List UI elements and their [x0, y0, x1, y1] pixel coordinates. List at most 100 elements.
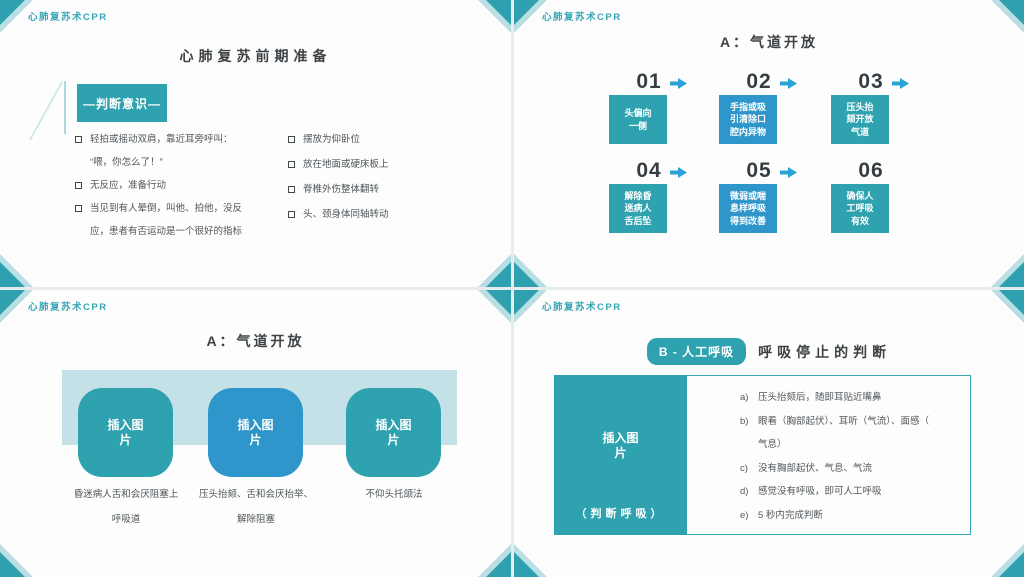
step-box: 解除昏 迷病人 舌后坠 [609, 184, 667, 233]
section-label: —判断意识— [77, 84, 167, 122]
bullet-item: 轻拍或摇动双肩，靠近耳旁呼叫： “喂，你怎么了！” [75, 128, 280, 174]
arrow-right-icon [780, 78, 797, 89]
image-placeholder[interactable]: 插入图 片 [346, 388, 441, 477]
step-number: 06 [858, 159, 884, 182]
step-06: 06 确保人 工呼吸 有效 [831, 160, 889, 233]
arrow-right-icon [670, 78, 687, 89]
page-title: 呼吸停止的判断 [758, 343, 892, 360]
angle-line-decoration [29, 81, 66, 141]
bullet-text: 无反应，准备行动 [90, 180, 167, 191]
placeholder-caption: 压头抬颏、舌和会厌抬举、 解除阻塞 [198, 489, 313, 525]
step-number: 02 [746, 70, 772, 93]
step-box: 压头抬 颏开放 气道 [831, 95, 889, 144]
image-placeholder[interactable]: 插入图 片 [208, 388, 303, 477]
corner-triangle-icon [0, 290, 33, 323]
bullet-item: 放在地面或硬床板上 [288, 153, 458, 176]
bullet-item: 当见到有人晕倒，叫他、拍他，没反 应，患者有否运动是一个很好的指标 [75, 197, 280, 243]
bullet-square-icon [75, 136, 82, 143]
step-02: 02 手指或吸 引清除口 腔内异物 [719, 71, 797, 144]
list-text: 5 秒内完成判断 [758, 509, 823, 521]
step-box: 确保人 工呼吸 有效 [831, 184, 889, 233]
content-box: 插入图 片 （判断呼吸） a) 压头抬颏后，随即耳贴近嘴鼻 b) 眼看（胸部起伏）、… [554, 375, 971, 535]
step-01: 01 头偏向 一侧 [609, 71, 687, 144]
corner-triangle-icon [0, 544, 33, 577]
step-number: 01 [636, 70, 662, 93]
corner-triangle-icon [514, 290, 547, 323]
bullet-item: 脊椎外伤整体翻转 [288, 178, 458, 201]
list-item: d) 感觉没有呼吸，即可人工呼吸 [740, 480, 960, 504]
placeholder-caption: 不仰头托颌法 [365, 489, 423, 500]
slide-cpr-preparation[interactable]: 心肺复苏术CPR 心肺复苏前期准备 —判断意识— 轻拍或摇动双肩，靠近耳旁呼叫：… [0, 0, 511, 287]
bullet-square-icon [288, 161, 295, 168]
bullet-square-icon [288, 136, 295, 143]
step-04: 04 解除昏 迷病人 舌后坠 [609, 160, 687, 233]
corner-triangle-icon [991, 254, 1024, 287]
page-title: A：气道开放 [719, 34, 819, 50]
bullet-text: 摆放为仰卧位 [303, 134, 361, 145]
corner-triangle-icon [478, 544, 511, 577]
list-text: 眼看（胸部起伏）、耳听（气流）、面感（ 气息） [758, 415, 930, 451]
bullet-text: 轻拍或摇动双肩，靠近耳旁呼叫： “喂，你怎么了！” [90, 134, 233, 168]
page-title: 心肺复苏前期准备 [179, 48, 332, 64]
bullet-item: 摆放为仰卧位 [288, 128, 458, 151]
list-marker: e) [740, 509, 749, 521]
corner-triangle-icon [514, 254, 547, 287]
bullet-square-icon [75, 182, 82, 189]
list-text: 没有胸部起伏、气息、气流 [758, 462, 873, 474]
bullet-text: 放在地面或硬床板上 [303, 159, 389, 170]
bullet-item: 无反应，准备行动 [75, 174, 280, 197]
bullet-text: 头、颈身体同轴转动 [303, 209, 389, 220]
list-marker: c) [740, 462, 748, 474]
corner-triangle-icon [478, 0, 511, 33]
corner-triangle-icon [991, 544, 1024, 577]
bullet-text: 当见到有人晕倒，叫他、拍他，没反 应，患者有否运动是一个很好的指标 [90, 203, 243, 237]
list-item: a) 压头抬颏后，随即耳贴近嘴鼻 [740, 386, 960, 410]
arrow-right-icon [892, 78, 909, 89]
slide-header: 心肺复苏术CPR [28, 12, 108, 23]
list-text: 压头抬颏后，随即耳贴近嘴鼻 [758, 392, 882, 403]
bullet-square-icon [288, 186, 295, 193]
step-number: 05 [746, 159, 772, 182]
step-03: 03 压头抬 颏开放 气道 [831, 71, 909, 144]
image-placeholder[interactable]: 插入图 片 [78, 388, 173, 477]
slide-header: 心肺复苏术CPR [542, 302, 622, 313]
arrow-right-icon [780, 167, 797, 178]
corner-triangle-icon [478, 290, 511, 323]
slide-header: 心肺复苏术CPR [542, 12, 622, 23]
bullet-item: 头、颈身体同轴转动 [288, 203, 458, 226]
slide-airway-steps[interactable]: 心肺复苏术CPR A：气道开放 01 头偏向 一侧 02 手指或吸 引清除口 腔… [514, 0, 1024, 287]
section-badge: B - 人工呼吸 [646, 338, 747, 365]
bullet-columns: 轻拍或摇动双肩，靠近耳旁呼叫： “喂，你怎么了！” 无反应，准备行动 当见到有人… [75, 128, 491, 243]
corner-triangle-icon [991, 0, 1024, 33]
placeholder-label: 插入图 片 [602, 431, 639, 460]
list-item: c) 没有胸部起伏、气息、气流 [740, 457, 960, 481]
bullet-text: 脊椎外伤整体翻转 [303, 184, 380, 195]
bullet-column-left: 轻拍或摇动双肩，靠近耳旁呼叫： “喂，你怎么了！” 无反应，准备行动 当见到有人… [75, 128, 280, 243]
list-item: e) 5 秒内完成判断 [740, 504, 960, 528]
corner-triangle-icon [0, 254, 33, 287]
title-row: B - 人工呼吸 呼吸停止的判断 [514, 338, 1024, 365]
corner-triangle-icon [514, 544, 547, 577]
step-box: 头偏向 一侧 [609, 95, 667, 144]
corner-triangle-icon [0, 0, 33, 33]
slide-airway-images[interactable]: 心肺复苏术CPR A：气道开放 插入图 片 插入图 片 插入图 片 昏迷病人舌和… [0, 290, 511, 577]
step-number: 04 [636, 159, 662, 182]
corner-triangle-icon [991, 290, 1024, 323]
step-box: 微弱或喘 息样呼吸 得到改善 [719, 184, 777, 233]
bullet-square-icon [75, 205, 82, 212]
judgement-list: a) 压头抬颏后，随即耳贴近嘴鼻 b) 眼看（胸部起伏）、耳听（气流）、面感（ 气息… [687, 375, 971, 535]
corner-triangle-icon [514, 0, 547, 33]
slide-header: 心肺复苏术CPR [28, 302, 108, 313]
corner-triangle-icon [478, 254, 511, 287]
list-text: 感觉没有呼吸，即可人工呼吸 [758, 486, 882, 497]
image-placeholder-panel[interactable]: 插入图 片 （判断呼吸） [554, 375, 687, 535]
list-marker: d) [740, 486, 749, 497]
list-marker: a) [740, 392, 749, 403]
page-title: A：气道开放 [206, 333, 305, 349]
bullet-column-right: 摆放为仰卧位 放在地面或硬床板上 脊椎外伤整体翻转 头、颈身体同轴转动 [288, 128, 458, 243]
slide-breathing-judgement[interactable]: 心肺复苏术CPR B - 人工呼吸 呼吸停止的判断 插入图 片 （判断呼吸） a… [514, 290, 1024, 577]
placeholder-caption: 昏迷病人舌和会厌阻塞上 呼吸道 [73, 489, 179, 525]
arrow-right-icon [670, 167, 687, 178]
list-marker: b) [740, 415, 749, 427]
